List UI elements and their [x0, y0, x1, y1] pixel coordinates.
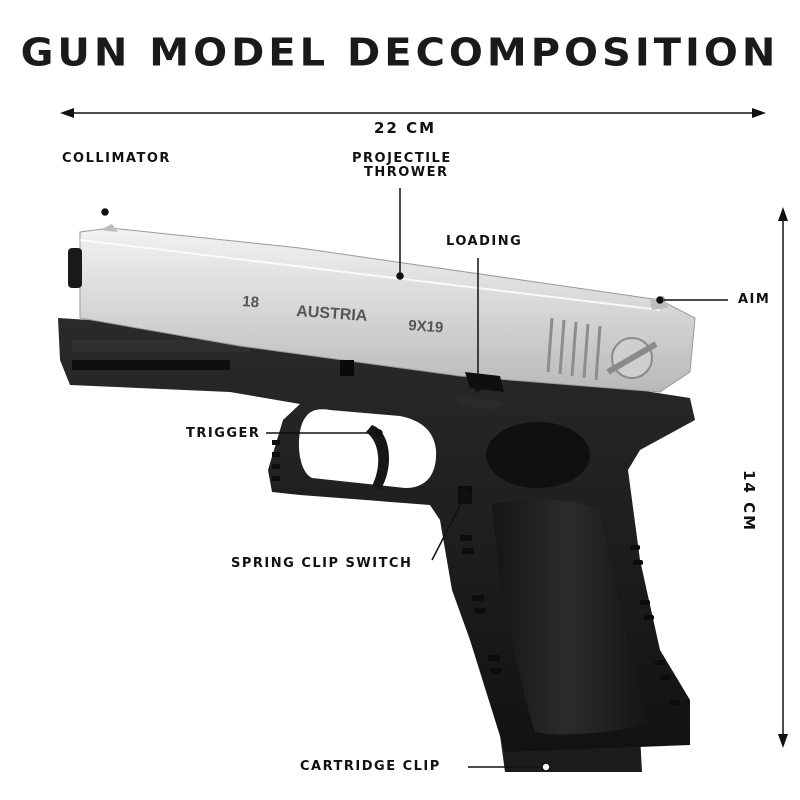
label-projectile-thrower-line2: THROWER	[364, 165, 449, 180]
slide-disc	[606, 337, 658, 379]
accessory-rail	[72, 340, 250, 370]
grip-panel	[492, 499, 645, 735]
height-dimension-label: 14 CM	[740, 470, 758, 533]
label-trigger: TRIGGER	[186, 426, 261, 441]
label-spring-clip-switch: SPRING CLIP SWITCH	[231, 556, 413, 571]
gun-slide	[79, 227, 696, 393]
muzzle	[68, 248, 82, 288]
width-dimension-label: 22 CM	[374, 119, 437, 137]
page-title: GUN MODEL DECOMPOSITION	[20, 31, 780, 75]
grip-texture-back	[630, 545, 680, 705]
label-loading: LOADING	[446, 234, 523, 249]
label-projectile-thrower-line1: PROJECTILE	[352, 151, 452, 166]
callout-lines	[101, 188, 728, 772]
grip-texture-front	[460, 535, 502, 674]
engraving-origin: AUSTRIA	[296, 303, 369, 325]
frame-recess	[486, 422, 590, 488]
label-aim: AIM	[738, 292, 771, 307]
trigger-guard-opening	[298, 409, 437, 488]
collimator-sight	[100, 224, 118, 232]
width-dimension-arrow	[60, 108, 766, 118]
trigger-guard-texture	[272, 440, 280, 481]
label-cartridge-clip: CARTRIDGE CLIP	[300, 759, 441, 774]
engraving-caliber: 9X19	[408, 317, 444, 336]
trigger	[366, 425, 390, 490]
slide-serrations	[546, 317, 602, 381]
height-dimension-arrow	[778, 207, 788, 748]
label-collimator: COLLIMATOR	[62, 151, 171, 166]
engraving-model: 18	[242, 293, 260, 311]
